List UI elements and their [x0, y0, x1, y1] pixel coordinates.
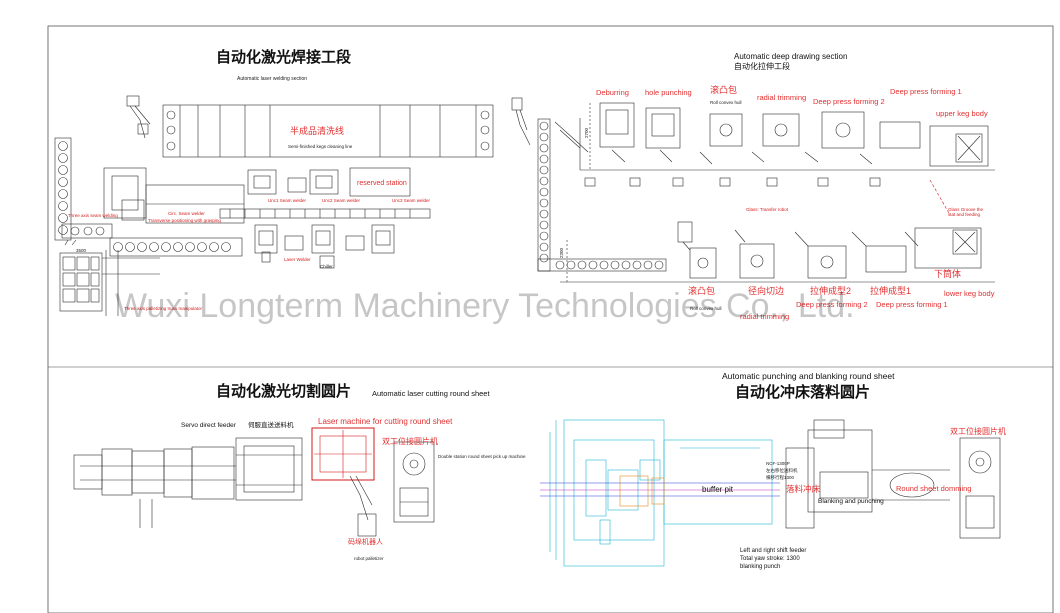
- palletizing-label: Three axis palletizing truss manipulator: [124, 306, 203, 311]
- roll-convex-label-zh-b: 滚凸包: [688, 286, 716, 296]
- transfer-robot-label: Glass: Transfer robot: [746, 207, 789, 212]
- servo-feeder-label-en: Servo direct feeder: [181, 422, 236, 429]
- laser-machine-label: Laser machine for cutting round sheet: [318, 417, 453, 426]
- laser-cutting-title-zh: 自动化激光切割圆片: [216, 382, 352, 400]
- seam-welding-label: Three axis seam welding: [68, 213, 118, 218]
- hole-punching-label: hole punching: [645, 88, 692, 97]
- round-sheet-domming-label: Round sheet domming: [896, 484, 972, 493]
- double-station-label-en: Double station round sheet pick up machi…: [438, 454, 526, 459]
- radial-trimming-label-zh-b: 径向切边: [748, 286, 785, 296]
- deep-drawing-title-en: Automatic deep drawing section: [734, 52, 848, 61]
- laser-welding-title-en: Automatic laser welding section: [237, 76, 308, 82]
- lower-keg-label: lower keg body: [944, 289, 995, 298]
- cleaning-line-label-en: Semi-finished kegs cleaning line: [288, 144, 353, 149]
- press-model-label: NCF-1300P: [766, 461, 790, 466]
- roll-convex-label-zh: 滚凸包: [710, 85, 738, 95]
- press-feeder-label-zh: 左右移位送料机: [766, 468, 798, 473]
- roll-convex-label-en-b: Roll convex hull: [690, 306, 722, 311]
- deep-press-2-label-b: Deep press forming 2: [796, 300, 868, 309]
- welder-label-2: Unc2 Seam welder: [322, 198, 361, 203]
- deep-drawing-title-zh: 自动化拉伸工段: [734, 62, 790, 71]
- upper-keg-label: upper keg body: [936, 109, 988, 118]
- press-stroke-label-zh: 横移行程1300: [766, 475, 795, 480]
- dim-2300: 2300: [559, 247, 564, 258]
- radial-trimming-label: radial trimming: [757, 93, 807, 102]
- deep-press-1-label: Deep press forming 1: [890, 87, 962, 96]
- laser-welder-label: Laser Welder: [284, 257, 311, 262]
- watermark: Wuxi Longterm Machinery Technologies Co.…: [115, 287, 855, 325]
- deep-press-1-label-b: Deep press forming 1: [876, 300, 948, 309]
- feeder-note-2: Total yaw stroke: 1300: [740, 556, 800, 562]
- punching-layout: [540, 419, 1001, 567]
- radial-trimming-label-b: radial trimming: [740, 312, 790, 321]
- transverse-label: Transverse positioning with grasping: [148, 218, 221, 223]
- servo-feeder-label-zh: 伺服直送送料机: [248, 422, 294, 429]
- punching-title-zh: 自动化冲床落料圆片: [735, 383, 871, 401]
- cleaning-line-label-zh: 半成品清洗线: [290, 126, 345, 136]
- cleaning-line-box: [162, 104, 494, 158]
- lower-keg-label-zh: 下筒体: [934, 269, 962, 279]
- chiller-label: Chiller: [320, 264, 333, 269]
- robot-palletizer-label-zh: 码垛机器人: [348, 539, 383, 546]
- laser-machine-box: [311, 427, 375, 481]
- blanking-press-label-zh: 落料冲床: [786, 484, 821, 494]
- groove-stat-label: Glass Groove the stat and feeding: [948, 207, 984, 218]
- laser-welding-layout: [54, 95, 494, 316]
- punching-title-en: Automatic punching and blanking round sh…: [722, 371, 895, 381]
- deep-press-2-label: Deep press forming 2: [813, 97, 885, 106]
- laser-cutting-layout: [73, 427, 435, 537]
- deep-drawing-layout: [511, 97, 995, 283]
- deburring-label: Deburring: [596, 88, 629, 97]
- laser-cutting-title-en: Automatic laser cutting round sheet: [372, 389, 490, 398]
- deep-press-2-label-zh-b: 拉伸成型2: [810, 286, 852, 296]
- transfer-rail: [219, 208, 431, 219]
- laser-welding-title-zh: 自动化激光焊接工段: [216, 48, 352, 66]
- feeder-note-3: blanking punch: [740, 564, 781, 570]
- deep-press-1-label-zh-b: 拉伸成型1: [870, 286, 912, 296]
- feeder-note-1: Left and right shift feeder: [740, 548, 807, 554]
- dim-3500: 3500: [76, 248, 87, 253]
- outer-frame: [47, 25, 1054, 613]
- welder-label-4: Circ. Seam welder: [168, 211, 205, 216]
- blanking-punching-label-en: Blanking and punching: [818, 498, 884, 505]
- roll-convex-label-en: Roll convex hull: [710, 100, 742, 105]
- welder-label-1: Unc1 Seam welder: [268, 198, 307, 203]
- welder-label-3: Unc3 Seam welder: [392, 198, 431, 203]
- double-station-label-zh: 双工位接圆片机: [382, 437, 438, 446]
- reserved-station-label: reserved station: [357, 180, 407, 187]
- pallet-area: [59, 252, 103, 312]
- dim-2700: 2700: [584, 127, 589, 138]
- robot-palletizer-label-en: robot palletizer: [354, 556, 384, 561]
- buffer-pit-label: buffer pit: [702, 485, 733, 494]
- double-station-right-label: 双工位接圆片机: [950, 427, 1006, 436]
